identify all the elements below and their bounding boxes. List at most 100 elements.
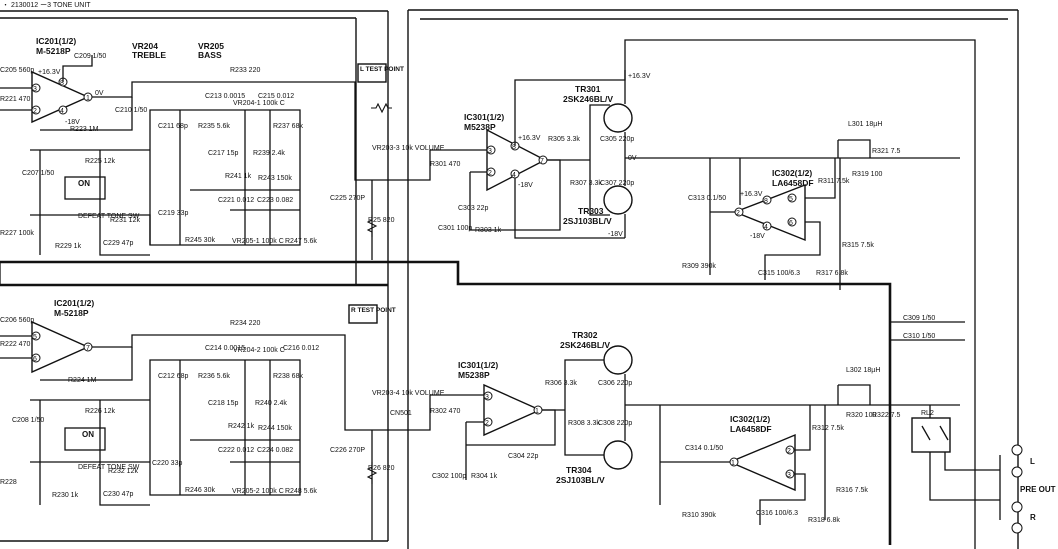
svg-text:IC302(1/2): IC302(1/2)	[772, 168, 812, 178]
tr302-symbol	[603, 345, 633, 375]
svg-text:2: 2	[33, 108, 37, 115]
svg-text:R226 12k: R226 12k	[85, 408, 115, 415]
svg-text:0V: 0V	[95, 90, 104, 97]
svg-text:C229 47p: C229 47p	[103, 240, 133, 247]
svg-text:R320 100: R320 100	[846, 412, 876, 419]
svg-text:DEFEAT TONE SW: DEFEAT TONE SW	[78, 464, 140, 471]
svg-text:C221 0.012: C221 0.012	[218, 197, 254, 204]
svg-text:R302 470: R302 470	[430, 408, 460, 415]
svg-text:R237 68k: R237 68k	[273, 123, 303, 130]
svg-text:L302 18µH: L302 18µH	[846, 367, 880, 374]
svg-text:4: 4	[764, 224, 768, 231]
svg-text:C215 0.012: C215 0.012	[258, 93, 294, 100]
svg-text:R233 220: R233 220	[230, 67, 260, 74]
ic201-lower: 5 6 7 IC201(1/2) M-5218P	[31, 298, 94, 374]
svg-text:R221 470: R221 470	[0, 96, 30, 103]
svg-text:VR205: VR205	[198, 41, 224, 51]
svg-text:+16.3V: +16.3V	[518, 135, 541, 142]
svg-text:C206 560p: C206 560p	[0, 317, 34, 324]
svg-text:C225 270P: C225 270P	[330, 195, 365, 202]
svg-text:C205 560p: C205 560p	[0, 67, 34, 74]
ic201-upper: 3 2 1 4 8 IC201(1/2) M-5218P +16.3V -18V…	[31, 36, 104, 126]
svg-text:8: 8	[512, 144, 516, 151]
svg-text:VR203-4 10k VOLUME: VR203-4 10k VOLUME	[372, 390, 445, 397]
ic301-upper: 3 2 7 8 4 IC301(1/2) M5238P +16.3V -18V	[464, 112, 548, 192]
svg-text:M5238P: M5238P	[464, 122, 496, 132]
svg-text:+16.3V: +16.3V	[628, 73, 651, 80]
svg-text:1: 1	[86, 95, 90, 102]
svg-text:R304 1k: R304 1k	[471, 473, 498, 480]
svg-text:C316 100/6.3: C316 100/6.3	[756, 510, 798, 517]
svg-text:IC302(1/2): IC302(1/2)	[730, 414, 770, 424]
svg-text:C208 1/50: C208 1/50	[12, 417, 44, 424]
svg-text:C309 1/50: C309 1/50	[903, 315, 935, 322]
svg-text:R317 6.8k: R317 6.8k	[816, 270, 848, 277]
svg-text:CN501: CN501	[390, 410, 412, 417]
svg-text:C217 15p: C217 15p	[208, 150, 238, 157]
svg-text:VR204: VR204	[132, 41, 158, 51]
svg-text:C213 0.0015: C213 0.0015	[205, 93, 245, 100]
svg-text:C219 33p: C219 33p	[158, 210, 188, 217]
svg-text:R319 100: R319 100	[852, 171, 882, 178]
svg-text:R223 1M: R223 1M	[70, 126, 99, 133]
svg-text:7: 7	[86, 345, 90, 352]
svg-text:C223 0.082: C223 0.082	[257, 197, 293, 204]
svg-text:LA6458DF: LA6458DF	[730, 424, 772, 434]
svg-text:R243 150k: R243 150k	[258, 175, 292, 182]
svg-text:BASS: BASS	[198, 50, 222, 60]
svg-text:R224 1M: R224 1M	[68, 377, 97, 384]
svg-text:C302 100p: C302 100p	[432, 473, 466, 480]
preamp-lower-component-labels: R302 470 C302 100p R304 1k C304 22p R306…	[430, 315, 935, 524]
svg-text:C226 270P: C226 270P	[330, 447, 365, 454]
svg-text:R309 390k: R309 390k	[682, 263, 716, 270]
svg-text:IC201(1/2): IC201(1/2)	[36, 36, 76, 46]
svg-text:TR304: TR304	[566, 465, 592, 475]
svg-text:C224 0.082: C224 0.082	[257, 447, 293, 454]
svg-text:-18V: -18V	[518, 182, 533, 189]
l-test-point	[357, 63, 387, 83]
svg-text:C307 220p: C307 220p	[600, 180, 634, 187]
svg-text:C210 1/50: C210 1/50	[115, 107, 147, 114]
svg-text:2SJ103BL/V: 2SJ103BL/V	[556, 475, 605, 485]
svg-text:R244 150k: R244 150k	[258, 425, 292, 432]
svg-text:C207 1/50: C207 1/50	[22, 170, 54, 177]
svg-text:C313 0.1/50: C313 0.1/50	[688, 195, 726, 202]
svg-text:1: 1	[535, 408, 539, 415]
svg-text:TR302: TR302	[572, 330, 598, 340]
svg-text:R231 12k: R231 12k	[110, 217, 140, 224]
svg-text:R303 1k: R303 1k	[475, 227, 502, 234]
svg-text:C315 100/6.3: C315 100/6.3	[758, 270, 800, 277]
svg-text:L301 18µH: L301 18µH	[848, 121, 882, 128]
svg-text:VR204-2 100k C: VR204-2 100k C	[233, 347, 285, 354]
svg-text:C212 68p: C212 68p	[158, 373, 188, 380]
svg-text:C211 68p: C211 68p	[158, 123, 188, 130]
svg-text:R241 1k: R241 1k	[225, 173, 252, 180]
ic302-lower: 1 2 3 IC302(1/2) LA6458DF	[728, 414, 796, 492]
svg-text:+16.3V: +16.3V	[740, 191, 763, 198]
svg-text:-18V: -18V	[65, 119, 80, 126]
svg-text:C314 0.1/50: C314 0.1/50	[685, 445, 723, 452]
svg-text:4: 4	[512, 172, 516, 179]
svg-text:C230 47p: C230 47p	[103, 491, 133, 498]
svg-text:2: 2	[736, 210, 740, 217]
tr301-symbol	[603, 103, 633, 133]
svg-text:VR203-3 10k VOLUME: VR203-3 10k VOLUME	[372, 145, 445, 152]
svg-text:TR303: TR303	[578, 206, 604, 216]
svg-text:L TEST POINT: L TEST POINT	[360, 66, 404, 73]
preamp-unit-frame	[407, 9, 1019, 549]
svg-text:8: 8	[60, 80, 64, 87]
svg-text:R236 5.6k: R236 5.6k	[198, 373, 230, 380]
svg-text:M-5218P: M-5218P	[36, 46, 71, 56]
svg-text:R245 30k: R245 30k	[185, 237, 215, 244]
svg-text:2: 2	[488, 170, 492, 177]
svg-text:R227 100k: R227 100k	[0, 230, 34, 237]
svg-text:R239 2.4k: R239 2.4k	[253, 150, 285, 157]
svg-text:IC201(1/2): IC201(1/2)	[54, 298, 94, 308]
tr304-symbol	[603, 440, 633, 470]
svg-text:R235 5.6k: R235 5.6k	[198, 123, 230, 130]
svg-text:2SK246BL/V: 2SK246BL/V	[563, 94, 613, 104]
header-fragment: ・ 2130012 ー3 TONE UNIT	[2, 2, 91, 9]
svg-text:2SK246BL/V: 2SK246BL/V	[560, 340, 610, 350]
svg-text:C214 0.0015: C214 0.0015	[205, 345, 245, 352]
svg-text:R222 470: R222 470	[0, 341, 30, 348]
